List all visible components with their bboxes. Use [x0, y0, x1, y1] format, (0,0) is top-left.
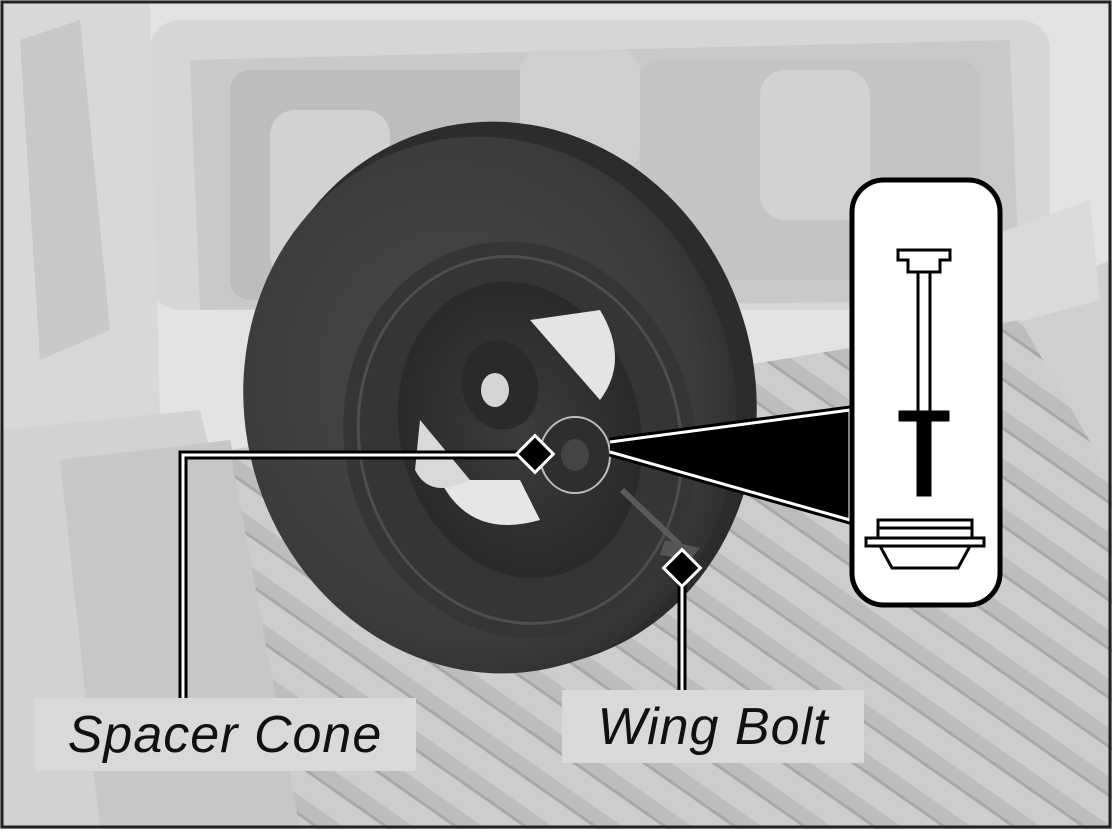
wing-bolt-part [619, 487, 683, 548]
wing-bolt-icon [896, 248, 952, 497]
spacer-cone-marker [514, 433, 556, 475]
callout-markers [514, 433, 703, 589]
spacer-cone-label: Spacer Cone [34, 698, 416, 771]
wing-bolt-marker [661, 547, 703, 589]
wing-bolt-label: Wing Bolt [562, 690, 864, 763]
spare-tire [243, 121, 757, 674]
spacer-cone-icon [864, 518, 986, 570]
inset-panel [849, 177, 1003, 608]
